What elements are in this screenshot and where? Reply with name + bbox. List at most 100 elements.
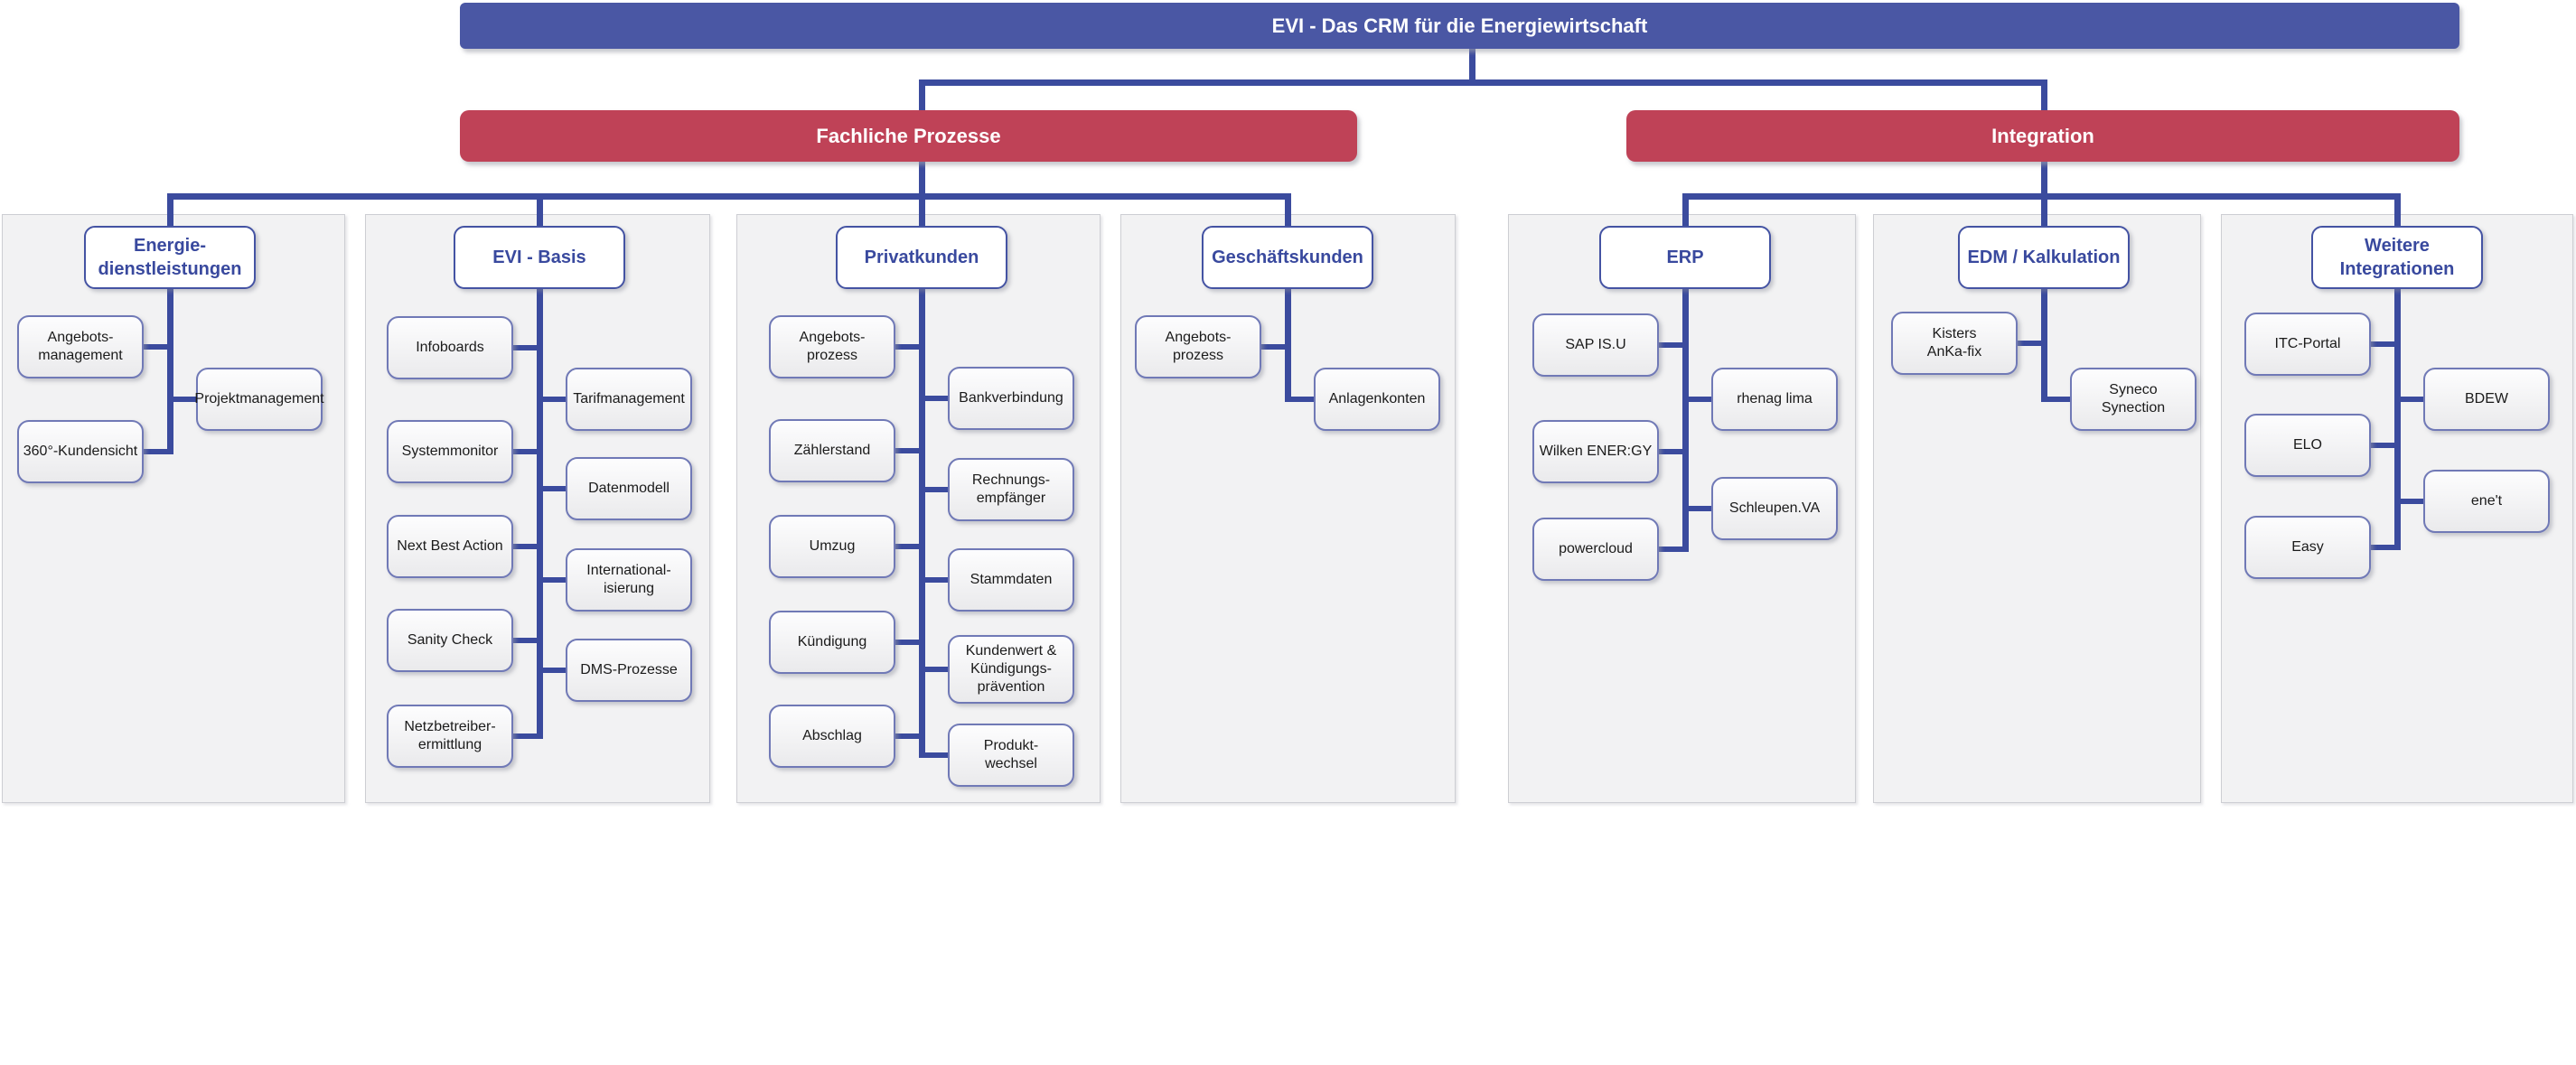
connector-stub: [1261, 344, 1288, 350]
node-label: Wilken ENER:GY: [1539, 444, 1653, 459]
connector-stub: [1685, 506, 1711, 511]
connector-line: [919, 162, 925, 200]
connector-stub: [922, 396, 948, 401]
node-systemmonitor: Systemmonitor: [387, 420, 513, 483]
group-panel-energie-dienstleistungen: [2, 214, 345, 803]
node-bankverbindung: Bankverbindung: [948, 367, 1074, 430]
node-wilken-ener-gy: Wilken ENER:GY: [1532, 420, 1659, 483]
node-label: Zählerstand: [793, 443, 871, 458]
connector-stub: [539, 577, 566, 583]
branch-node-label: Integration: [1991, 124, 2094, 147]
connector-stub: [144, 344, 170, 350]
node-abschlag: Abschlag: [769, 705, 895, 768]
group-header-label: Geschäftskunden: [1212, 248, 1363, 267]
node-label: Syneco Synection: [2101, 382, 2166, 416]
node-label: Sanity Check: [407, 632, 493, 648]
node-kundenwert-kundigungs-pravention: Kundenwert & Kündigungs- prävention: [948, 635, 1074, 704]
connector-line: [2041, 162, 2047, 200]
node-label: SAP IS.U: [1565, 337, 1626, 352]
connector-stub: [1659, 342, 1685, 348]
node-label: Tarifmanagement: [573, 391, 685, 406]
branch-node-integration: Integration: [1626, 110, 2459, 162]
group-header-label: EDM / Kalkulation: [1967, 248, 2121, 267]
group-header-weitere-integrationen: Weitere Integrationen: [2311, 226, 2483, 289]
node-angebots-management: Angebots- management: [17, 315, 144, 378]
connector-stub: [1659, 449, 1685, 454]
node-label: Umzug: [809, 538, 856, 554]
node-label: Angebots- prozess: [1165, 330, 1232, 363]
node-label: Schleupen.VA: [1728, 500, 1821, 516]
connector-spine: [2394, 287, 2401, 550]
node-label: 360°-Kundensicht: [23, 444, 138, 459]
node-anlagenkonten: Anlagenkonten: [1314, 368, 1440, 431]
connector-stub: [170, 397, 196, 402]
connector-line: [1682, 193, 1689, 228]
connector-line: [2041, 193, 2047, 228]
node-label: Systemmonitor: [401, 444, 499, 459]
node-ene-t: ene't: [2423, 470, 2550, 533]
connector-stub: [539, 397, 566, 402]
connector-line: [919, 79, 925, 110]
node-label: ITC-Portal: [2274, 336, 2341, 351]
connector-spine: [537, 287, 543, 739]
node-label: Rechnungs- empfänger: [971, 472, 1051, 506]
node-sap-is-u: SAP IS.U: [1532, 313, 1659, 377]
node-powercloud: powercloud: [1532, 518, 1659, 581]
connector-spine: [2041, 287, 2047, 402]
connector-line: [2041, 79, 2047, 110]
connector-stub: [1288, 397, 1314, 402]
group-header-label: Energie- dienstleistungen: [98, 236, 242, 279]
node-angebots-prozess: Angebots- prozess: [769, 315, 895, 378]
node-next-best-action: Next Best Action: [387, 515, 513, 578]
connector-spine: [1285, 287, 1291, 402]
node-easy: Easy: [2244, 516, 2371, 579]
group-header-label: Privatkunden: [864, 248, 979, 267]
node-360-kundensicht: 360°-Kundensicht: [17, 420, 144, 483]
node-label: Kisters AnKa-fix: [1926, 326, 1982, 360]
node-label: Kundenwert & Kündigungs- prävention: [965, 643, 1057, 695]
connector-stub: [513, 544, 539, 549]
node-angebots-prozess: Angebots- prozess: [1135, 315, 1261, 378]
node-label: International- isierung: [586, 563, 671, 596]
connector-stub: [539, 486, 566, 491]
connector-line: [1285, 193, 1291, 228]
group-header-label: ERP: [1666, 248, 1704, 267]
node-label: rhenag lima: [1737, 391, 1813, 406]
connector-stub: [895, 344, 922, 350]
connector-line: [919, 193, 925, 228]
connector-stub: [2371, 341, 2397, 347]
group-header-label: EVI - Basis: [492, 248, 586, 267]
node-netzbetreiber-ermittlung: Netzbetreiber- ermittlung: [387, 705, 513, 768]
connector-stub: [895, 544, 922, 549]
node-kisters-anka-fix: Kisters AnKa-fix: [1891, 312, 2018, 375]
node-infoboards: Infoboards: [387, 316, 513, 379]
connector-stub: [2397, 499, 2423, 504]
connector-stub: [922, 667, 948, 672]
node-label: Angebots- prozess: [799, 330, 866, 363]
branch-node-label: Fachliche Prozesse: [816, 124, 1001, 147]
node-label: powercloud: [1559, 541, 1633, 556]
node-label: DMS-Prozesse: [580, 662, 678, 677]
connector-spine: [1682, 287, 1689, 552]
node-sanity-check: Sanity Check: [387, 609, 513, 672]
group-header-energie-dienstleistungen: Energie- dienstleistungen: [84, 226, 256, 289]
connector-line: [537, 193, 543, 228]
node-itc-portal: ITC-Portal: [2244, 313, 2371, 376]
root-node-label: EVI - Das CRM für die Energiewirtschaft: [1271, 14, 1648, 37]
group-header-edm-kalkulation: EDM / Kalkulation: [1958, 226, 2130, 289]
node-label: Angebots- management: [38, 330, 123, 363]
group-header-geschaftskunden: Geschäftskunden: [1202, 226, 1373, 289]
connector-stub: [1685, 397, 1711, 402]
node-label: ene't: [2470, 493, 2503, 509]
node-label: Datenmodell: [588, 481, 670, 496]
connector-line: [167, 193, 173, 228]
node-kundigung: Kündigung: [769, 611, 895, 674]
connector-stub: [922, 487, 948, 492]
connector-stub: [895, 640, 922, 645]
node-elo: ELO: [2244, 414, 2371, 477]
node-label: Infoboards: [416, 340, 484, 355]
node-rhenag-lima: rhenag lima: [1711, 368, 1838, 431]
connector-stub: [895, 733, 922, 739]
node-label: Bankverbindung: [959, 390, 1063, 406]
branch-node-fachliche-prozesse: Fachliche Prozesse: [460, 110, 1357, 162]
